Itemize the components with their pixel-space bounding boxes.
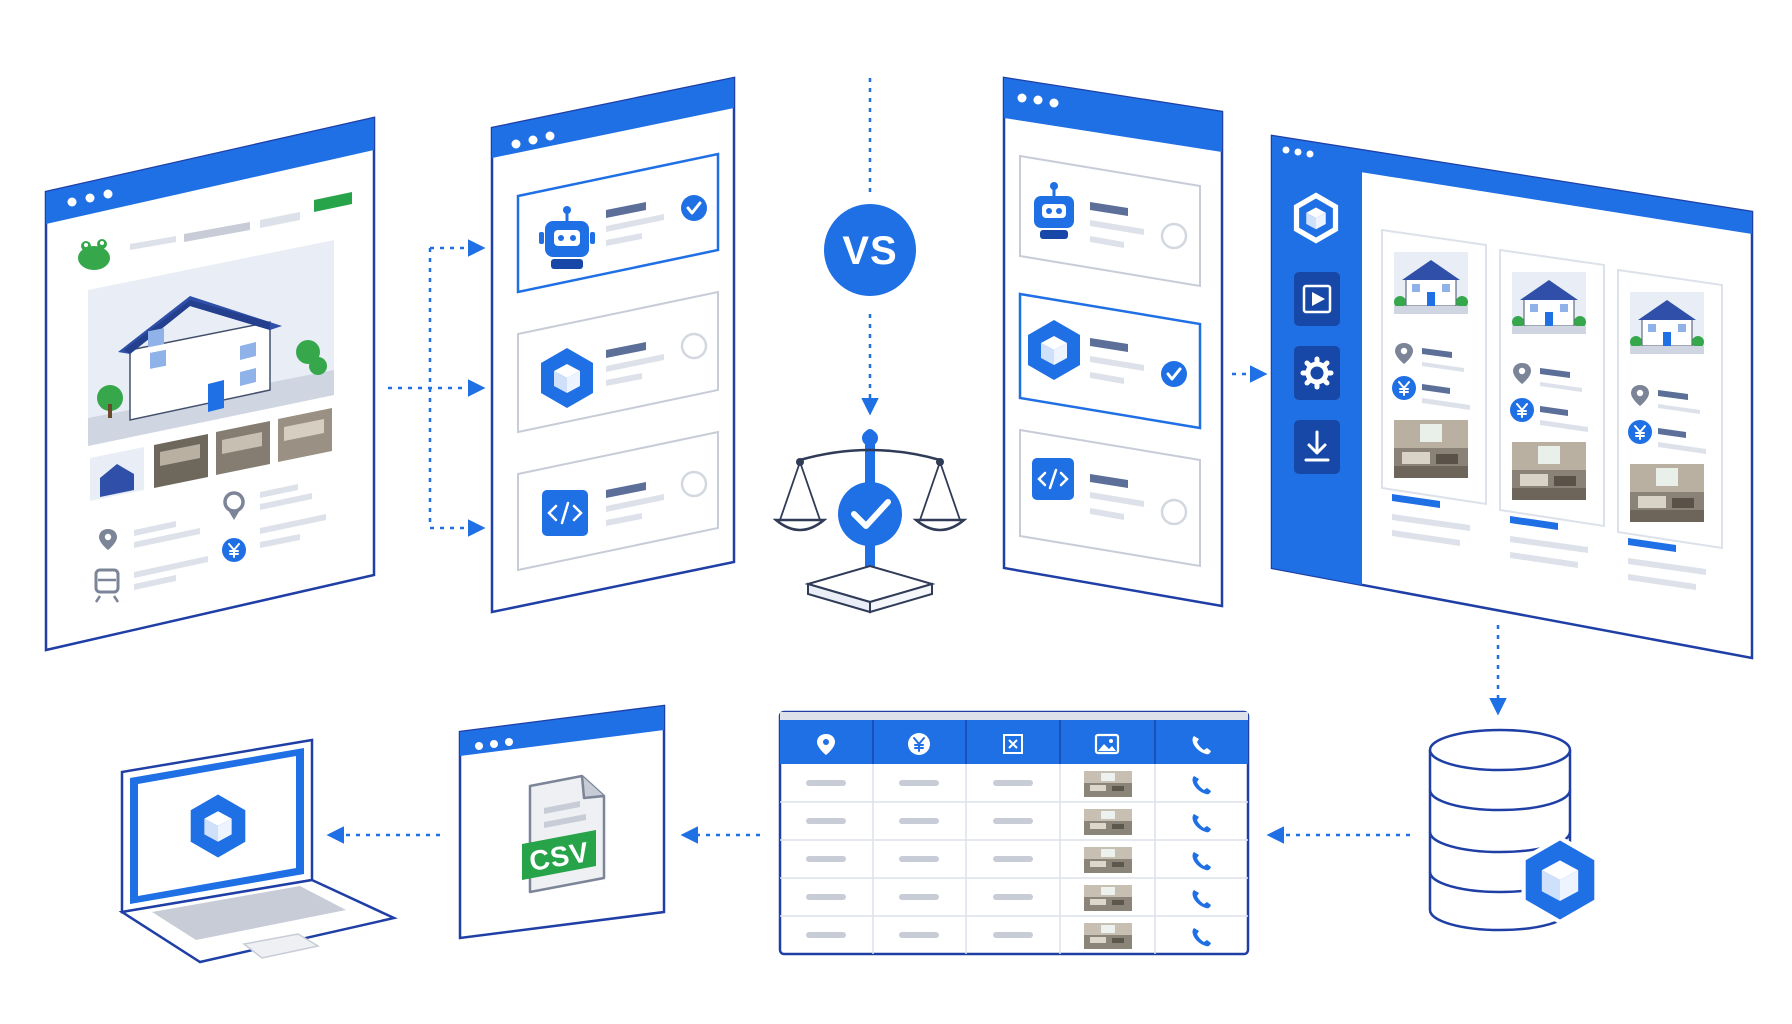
balance-scale-icon (776, 430, 964, 612)
cube-hex-icon (1524, 838, 1597, 922)
gear-icon (1303, 359, 1331, 387)
download-button[interactable] (1294, 420, 1340, 474)
yen-icon (1628, 420, 1652, 444)
yen-icon (1510, 398, 1534, 422)
code-icon (1032, 458, 1074, 500)
scraper-tool-window (1272, 136, 1752, 658)
settings-button[interactable] (1294, 346, 1340, 400)
yen-icon (1392, 376, 1416, 400)
method-choices-panel (492, 78, 734, 612)
database-icon (1430, 730, 1596, 930)
csv-export-window: CSV (460, 706, 664, 938)
source-website-panel (46, 118, 374, 650)
data-table (780, 712, 1248, 954)
check-icon (1161, 361, 1187, 387)
check-icon (681, 195, 707, 221)
check-icon (838, 482, 902, 546)
code-icon (542, 490, 588, 536)
radio-unchecked (1162, 224, 1186, 248)
radio-unchecked (1162, 500, 1186, 524)
radio-unchecked (682, 472, 706, 496)
play-button[interactable] (1294, 272, 1340, 326)
radio-unchecked (682, 334, 706, 358)
csv-file-icon: CSV (522, 776, 604, 892)
method-result-panel (1004, 78, 1222, 606)
vs-badge-icon: VS (824, 204, 916, 296)
vs-label: VS (842, 229, 897, 273)
header-price (908, 733, 930, 755)
laptop-icon (122, 740, 394, 962)
yen-icon (222, 538, 246, 562)
